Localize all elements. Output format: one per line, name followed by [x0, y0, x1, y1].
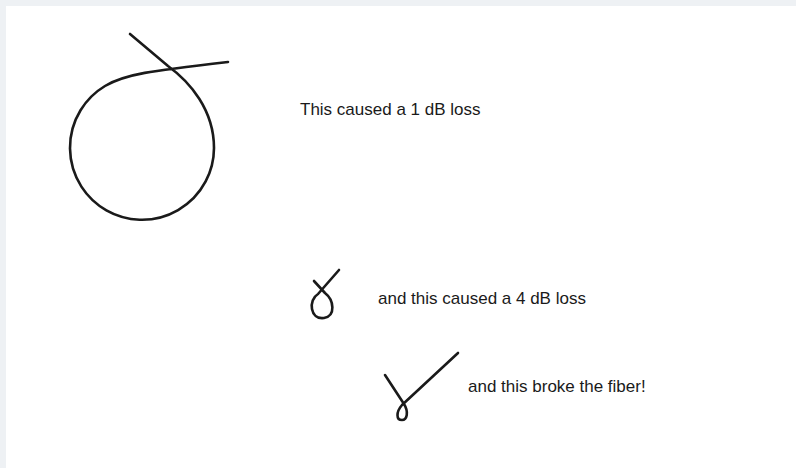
large-fiber-loop: [70, 34, 228, 220]
top-band: [0, 0, 796, 6]
caption-note: and this caused a 4 dB loss: [378, 289, 586, 309]
medium-fiber-loop: [312, 270, 339, 318]
caption-note: This caused a 1 dB loss: [300, 100, 480, 120]
left-band: [0, 0, 6, 468]
tight-fiber-loop: [385, 353, 458, 420]
caption-note: and this broke the fiber!: [468, 377, 646, 397]
